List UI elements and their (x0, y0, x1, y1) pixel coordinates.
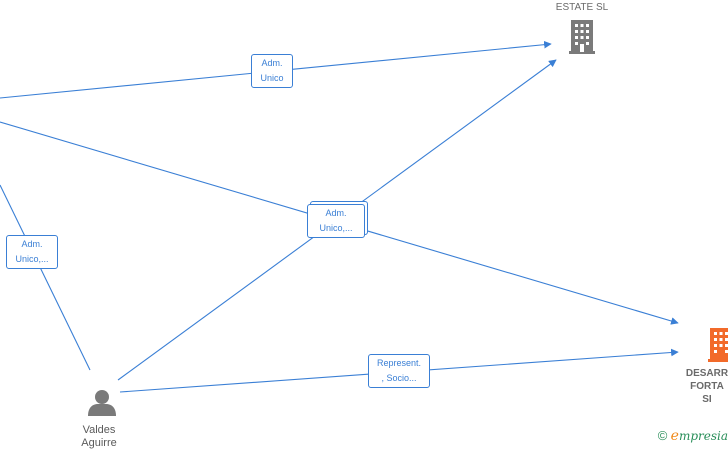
company-name-estate[interactable]: ESTATE SL (555, 2, 609, 13)
building-icon[interactable] (569, 20, 595, 54)
edge-label-adm-unico[interactable]: Adm. Unico (251, 54, 293, 88)
empresia-watermark: © empresia (658, 428, 728, 444)
company-name-desarrollos[interactable]: DESARR FORTA SI (685, 368, 728, 405)
brand-logo-e: e (670, 428, 679, 444)
person-icon[interactable] (88, 390, 116, 416)
person-name[interactable]: Valdes Aguirre (81, 424, 117, 449)
copyright-symbol: © (657, 428, 668, 443)
edge-label-adm-unico-left[interactable]: Adm. Unico,... (6, 235, 58, 269)
edge-label-represent-socio[interactable]: Represent. , Socio... (368, 354, 430, 388)
edge-left-to-person (0, 184, 91, 371)
brand-logo-text: mpresia (678, 429, 728, 443)
edge-label-adm-unico-stacked[interactable]: Adm. Unico,... (307, 204, 365, 238)
building-icon[interactable] (708, 328, 728, 362)
